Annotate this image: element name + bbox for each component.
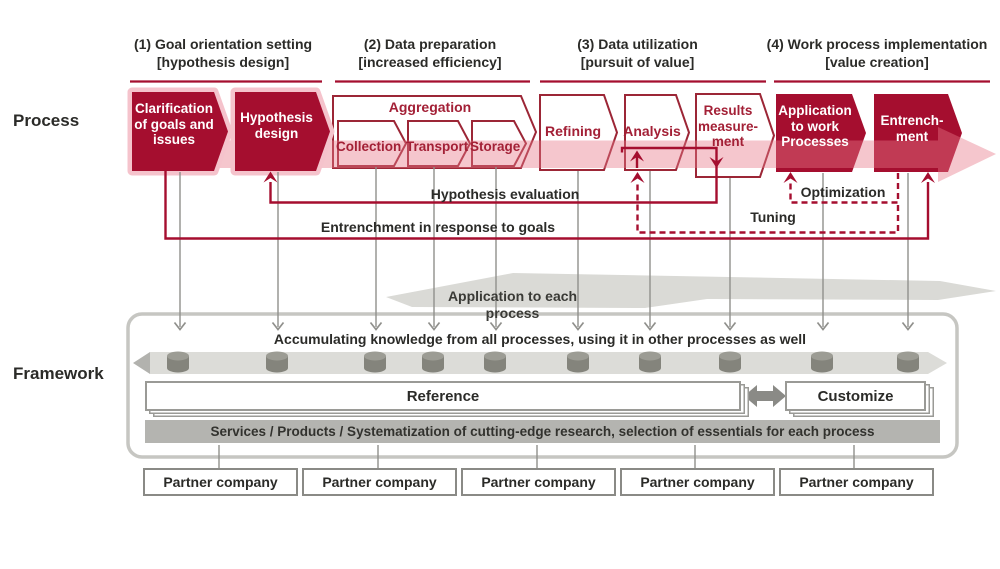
- phase-2-title: (2) Data preparation: [363, 36, 497, 52]
- hypothesis-evaluation-label: Hypothesis evaluation: [430, 186, 580, 202]
- phase-4-title: (4) Work process implementation: [766, 36, 988, 52]
- refining-label: Refining: [545, 123, 601, 139]
- database-icon: [422, 351, 444, 373]
- storage-label: Storage: [470, 139, 521, 154]
- partner-company-label: Partner company: [163, 474, 278, 490]
- collection-label: Collection: [336, 139, 402, 154]
- application-to-work-label: Application to work Processes: [778, 103, 852, 149]
- clarification-label: Clarification of goals and issues: [134, 101, 214, 147]
- reference-label: Reference: [406, 387, 480, 405]
- process-to-framework-lines: [173, 167, 915, 331]
- knowledge-band-left-tip: [133, 352, 150, 374]
- optimization-dashed-line: [789, 173, 900, 204]
- analysis-box: [624, 94, 691, 171]
- application-each-process-label: Application to each process: [447, 288, 578, 321]
- database-icon: [719, 351, 741, 373]
- partner-company-label: Partner company: [640, 474, 755, 490]
- entrenchment-goals-label: Entrenchment in response to goals: [320, 219, 556, 235]
- swap-double-arrow-icon: [744, 385, 786, 407]
- partner-company-box-5: Partner company: [779, 468, 934, 496]
- hypothesis-design-box: [235, 92, 330, 171]
- database-icon: [811, 351, 833, 373]
- phase-1-subtitle: [hypothesis design]: [156, 54, 290, 70]
- aggregation-label: Aggregation: [388, 99, 472, 115]
- results-measurement-label: Results measure- ment: [697, 103, 759, 149]
- process-row-label: Process: [13, 111, 80, 130]
- storage-box: [471, 120, 528, 167]
- database-icon: [897, 351, 919, 373]
- process-flow-band-arrowhead: [938, 127, 996, 182]
- database-icon: [567, 351, 589, 373]
- partner-company-box-4: Partner company: [620, 468, 775, 496]
- hypothesis-design-label: Hypothesis design: [240, 110, 313, 141]
- hypothesis-evaluation-line: [269, 146, 718, 204]
- knowledge-band-right-tip: [928, 352, 947, 374]
- collection-box: [337, 120, 408, 167]
- phase-4-header: (4) Work process implementation [value c…: [758, 35, 996, 71]
- reference-box: Reference: [145, 381, 741, 411]
- tuning-label: Tuning: [750, 209, 796, 225]
- phase-2-subtitle: [increased efficiency]: [358, 54, 502, 70]
- partner-company-label: Partner company: [481, 474, 596, 490]
- white-process-chevrons: [332, 93, 776, 178]
- optimization-label: Optimization: [800, 184, 886, 200]
- phase-2-header: (2) Data preparation [increased efficien…: [330, 35, 530, 71]
- services-band: Services / Products / Systematization of…: [145, 420, 940, 443]
- application-to-work-box: [776, 94, 866, 172]
- analysis-label: Analysis: [623, 123, 681, 139]
- partner-company-box-1: Partner company: [143, 468, 298, 496]
- accumulating-knowledge-label: Accumulating knowledge from all processe…: [273, 331, 807, 347]
- database-icon: [167, 351, 189, 373]
- feedback-lines: [164, 146, 930, 240]
- entrenchment-goals-line: [164, 171, 930, 240]
- partner-company-box-2: Partner company: [302, 468, 457, 496]
- partner-connector-lines: [218, 445, 855, 468]
- partner-company-label: Partner company: [799, 474, 914, 490]
- database-icon: [484, 351, 506, 373]
- database-icon: [266, 351, 288, 373]
- transport-box: [407, 120, 472, 167]
- tuning-dashed-line: [636, 182, 900, 234]
- gray-arrowheads: [173, 321, 915, 331]
- phase-1-header: (1) Goal orientation setting [hypothesis…: [118, 35, 328, 71]
- phase-4-subtitle: [value creation]: [825, 54, 929, 70]
- phase-3-title: (3) Data utilization: [577, 36, 698, 52]
- phase-1-title: (1) Goal orientation setting: [133, 36, 313, 52]
- application-to-each-process-arrow: [386, 273, 996, 308]
- database-icon: [639, 351, 661, 373]
- services-label: Services / Products / Systematization of…: [210, 424, 875, 439]
- partner-company-label: Partner company: [322, 474, 437, 490]
- phase-3-header: (3) Data utilization [pursuit of value]: [535, 35, 740, 71]
- database-icon: [364, 351, 386, 373]
- framework-row-label: Framework: [13, 364, 104, 383]
- entrenchment-box: [874, 94, 962, 172]
- entrenchment-label: Entrench- ment: [880, 113, 944, 144]
- customize-label: Customize: [817, 387, 894, 405]
- partner-company-box-3: Partner company: [461, 468, 616, 496]
- clarification-box: [132, 92, 228, 171]
- transport-label: Transport: [406, 139, 469, 154]
- refining-box: [539, 94, 619, 171]
- customize-box: Customize: [785, 381, 926, 411]
- goal-phase-chevrons: [127, 87, 335, 176]
- phase-3-subtitle: [pursuit of value]: [580, 54, 695, 70]
